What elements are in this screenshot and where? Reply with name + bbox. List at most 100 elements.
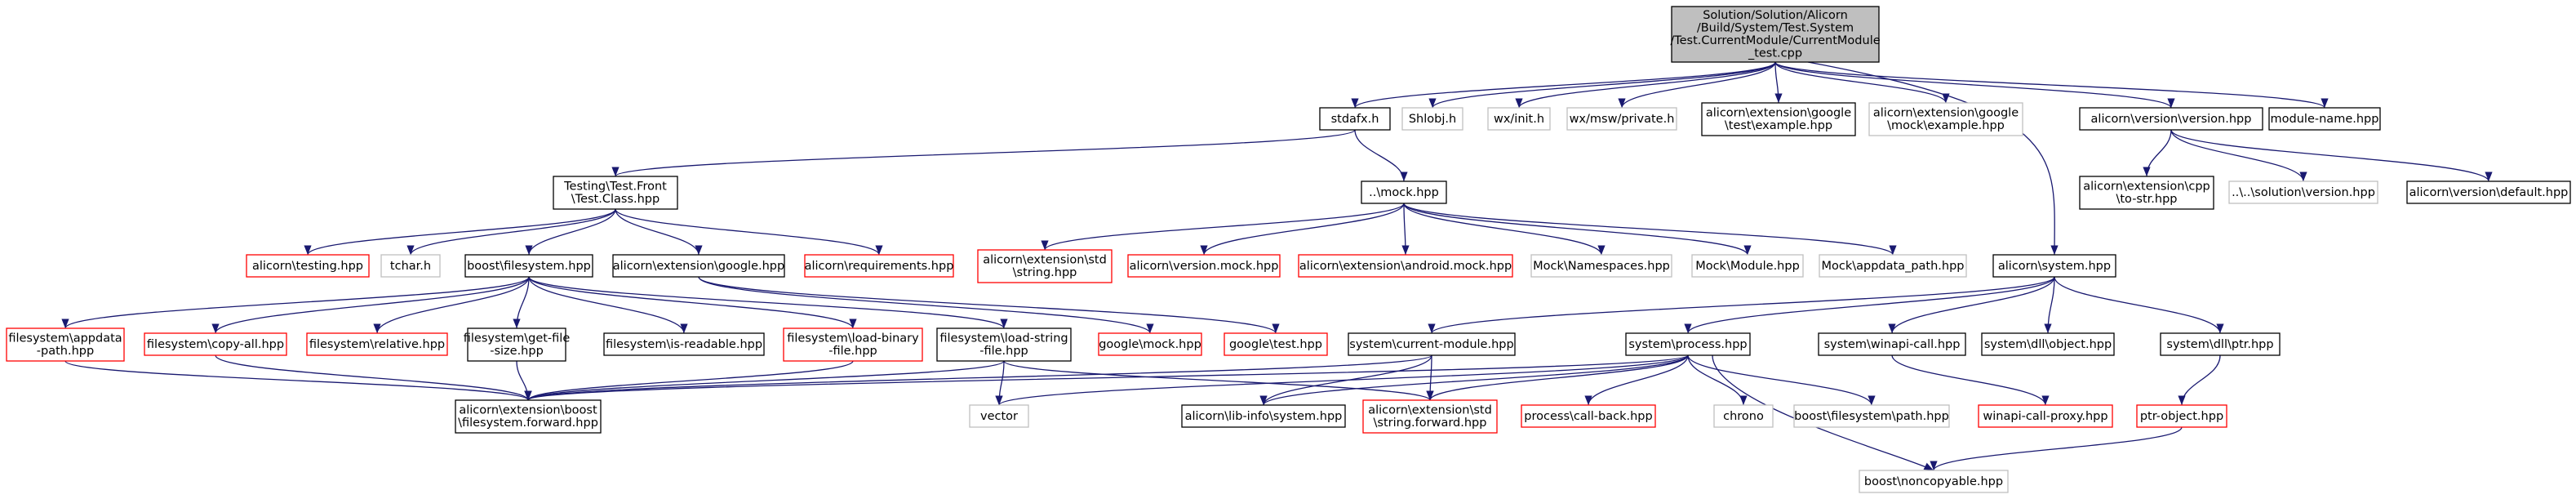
node-box	[2136, 404, 2227, 428]
graph-node-mock[interactable]: ..\mock.hpp	[1361, 180, 1447, 204]
include-edge	[995, 360, 1005, 406]
node-label-line: alicorn\extension\std	[1368, 404, 1492, 417]
include-edge	[64, 360, 532, 401]
node-label-line: ..\..\solution\version.hpp	[2232, 186, 2375, 199]
include-edge	[2044, 276, 2055, 334]
graph-node-testing-class[interactable]: Testing\Test.Front\Test.Class.hpp	[553, 176, 678, 210]
graph-node-process[interactable]: system\process.hpp	[1625, 332, 1751, 356]
node-box	[553, 176, 678, 210]
graph-node-callback: process\call-back.hpp	[1521, 404, 1656, 428]
graph-node-fs-loadstring[interactable]: filesystem\load-string-file.hpp	[936, 327, 1072, 362]
node-box	[306, 332, 448, 356]
graph-node-mock-ns: Mock\Namespaces.hpp	[1530, 254, 1672, 278]
node-label-line: boost\filesystem.hpp	[467, 260, 591, 273]
node-label-line: filesystem\is-readable.hpp	[606, 338, 762, 351]
node-label-line: google\mock.hpp	[1099, 338, 1201, 351]
node-box	[2160, 332, 2281, 356]
node-label-line: Mock\Namespaces.hpp	[1533, 260, 1670, 273]
node-box	[936, 327, 1072, 362]
node-layer: Solution/Solution/Alicorn/Build/System/T…	[6, 6, 2571, 493]
include-edge	[1351, 61, 1776, 109]
node-box	[1127, 254, 1281, 278]
include-edge	[528, 276, 857, 329]
include-edge	[61, 276, 530, 329]
graph-node-dll-object[interactable]: system\dll\object.hpp	[1981, 332, 2115, 356]
graph-node-winapi-proxy: winapi-call-proxy.hpp	[1978, 404, 2113, 428]
node-box	[1671, 6, 1880, 63]
include-edge	[2143, 129, 2172, 177]
include-edge	[615, 208, 883, 256]
node-label-line: chrono	[1723, 410, 1764, 423]
node-label-line: alicorn\version\version.hpp	[2091, 113, 2252, 126]
include-edge	[524, 354, 1689, 401]
node-label-line: alicorn\extension\google.hpp	[613, 260, 784, 273]
graph-node-lib-info[interactable]: alicorn\lib-info\system.hpp	[1181, 404, 1346, 428]
node-label-line: alicorn\extension\google	[1873, 107, 2019, 120]
graph-node-fs-readable[interactable]: filesystem\is-readable.hpp	[603, 332, 765, 356]
node-box	[2268, 107, 2381, 131]
node-box	[1521, 404, 1656, 428]
node-box	[1319, 107, 1391, 131]
graph-node-gtest-example[interactable]: alicorn\extension\google\test\example.hp…	[1701, 102, 1856, 136]
include-edge	[1403, 203, 1752, 256]
node-label-line: \to-str.hpp	[2116, 193, 2177, 206]
graph-node-version-default[interactable]: alicorn\version\default.hpp	[2406, 180, 2571, 204]
graph-node-version[interactable]: alicorn\version\version.hpp	[2079, 107, 2263, 131]
graph-node-boost-fs-fwd[interactable]: alicorn\extension\boost\filesystem.forwa…	[455, 399, 602, 434]
node-label-line: boost\filesystem\path.hpp	[1794, 410, 1949, 423]
node-label-line: -file.hpp	[828, 345, 877, 358]
node-label-line: alicorn\system.hpp	[1998, 260, 2111, 273]
node-box	[783, 327, 923, 362]
node-box	[1224, 332, 1328, 356]
include-edge	[373, 276, 530, 334]
node-label-line: alicorn\requirements.hpp	[805, 260, 954, 273]
node-label-line: filesystem\get-file	[464, 332, 571, 345]
graph-node-current-module[interactable]: system\current-module.hpp	[1348, 332, 1516, 356]
node-label-line: stdafx.h	[1331, 113, 1379, 126]
graph-node-dll-ptr[interactable]: system\dll\ptr.hpp	[2160, 332, 2281, 356]
node-box	[455, 399, 602, 434]
node-box	[612, 254, 785, 278]
include-edge	[2170, 129, 2493, 182]
node-label-line: _test.cpp	[1748, 47, 1802, 60]
node-box	[1530, 254, 1672, 278]
graph-node-winapi-call[interactable]: system\winapi-call.hpp	[1818, 332, 1966, 356]
graph-node-ali-system[interactable]: alicorn\system.hpp	[1992, 254, 2116, 278]
graph-node-stdafx[interactable]: stdafx.h	[1319, 107, 1391, 131]
node-label-line: alicorn\extension\cpp	[2083, 180, 2210, 194]
node-box	[1566, 107, 1677, 131]
node-box	[6, 327, 125, 362]
graph-node-module-name[interactable]: module-name.hpp	[2268, 107, 2381, 131]
graph-node-fs-getfilesize[interactable]: filesystem\get-file-size.hpp	[464, 327, 571, 362]
graph-node-ext-google[interactable]: alicorn\extension\google.hpp	[612, 254, 785, 278]
node-box	[467, 327, 566, 362]
include-edge	[211, 276, 530, 334]
include-edge	[528, 276, 1008, 329]
graph-node-std-string-fwd: alicorn\extension\std\string.forward.hpp	[1362, 399, 1498, 434]
node-box	[977, 249, 1113, 283]
node-box	[1487, 107, 1551, 131]
graph-node-boost-fs[interactable]: boost\filesystem.hpp	[464, 254, 593, 278]
graph-node-google-test: google\test.hpp	[1224, 332, 1328, 356]
node-label-line: ..\mock.hpp	[1369, 186, 1439, 199]
graph-node-root: Solution/Solution/Alicorn/Build/System/T…	[1670, 6, 1881, 63]
node-box	[1978, 404, 2113, 428]
include-edge	[1200, 203, 1405, 256]
node-label-line: filesystem\load-string	[939, 332, 1068, 345]
graph-node-to-str[interactable]: alicorn\extension\cpp\to-str.hpp	[2079, 176, 2214, 210]
node-label-line: alicorn\version.mock.hpp	[1130, 260, 1279, 273]
include-edge	[525, 208, 616, 256]
node-label-line: winapi-call-proxy.hpp	[1983, 410, 2107, 423]
node-label-line: tchar.h	[390, 260, 431, 273]
include-edge	[1428, 61, 1776, 109]
node-box	[2406, 180, 2571, 204]
node-box	[1098, 332, 1202, 356]
node-box	[1361, 180, 1447, 204]
include-edge	[1618, 61, 1776, 109]
node-label-line: alicorn\version\default.hpp	[2409, 186, 2569, 199]
node-label-line: alicorn\extension\std	[983, 254, 1107, 267]
include-edge	[1584, 354, 1689, 406]
node-box	[1625, 332, 1751, 356]
graph-node-requirements: alicorn\requirements.hpp	[804, 254, 954, 278]
node-box	[1859, 470, 2009, 493]
